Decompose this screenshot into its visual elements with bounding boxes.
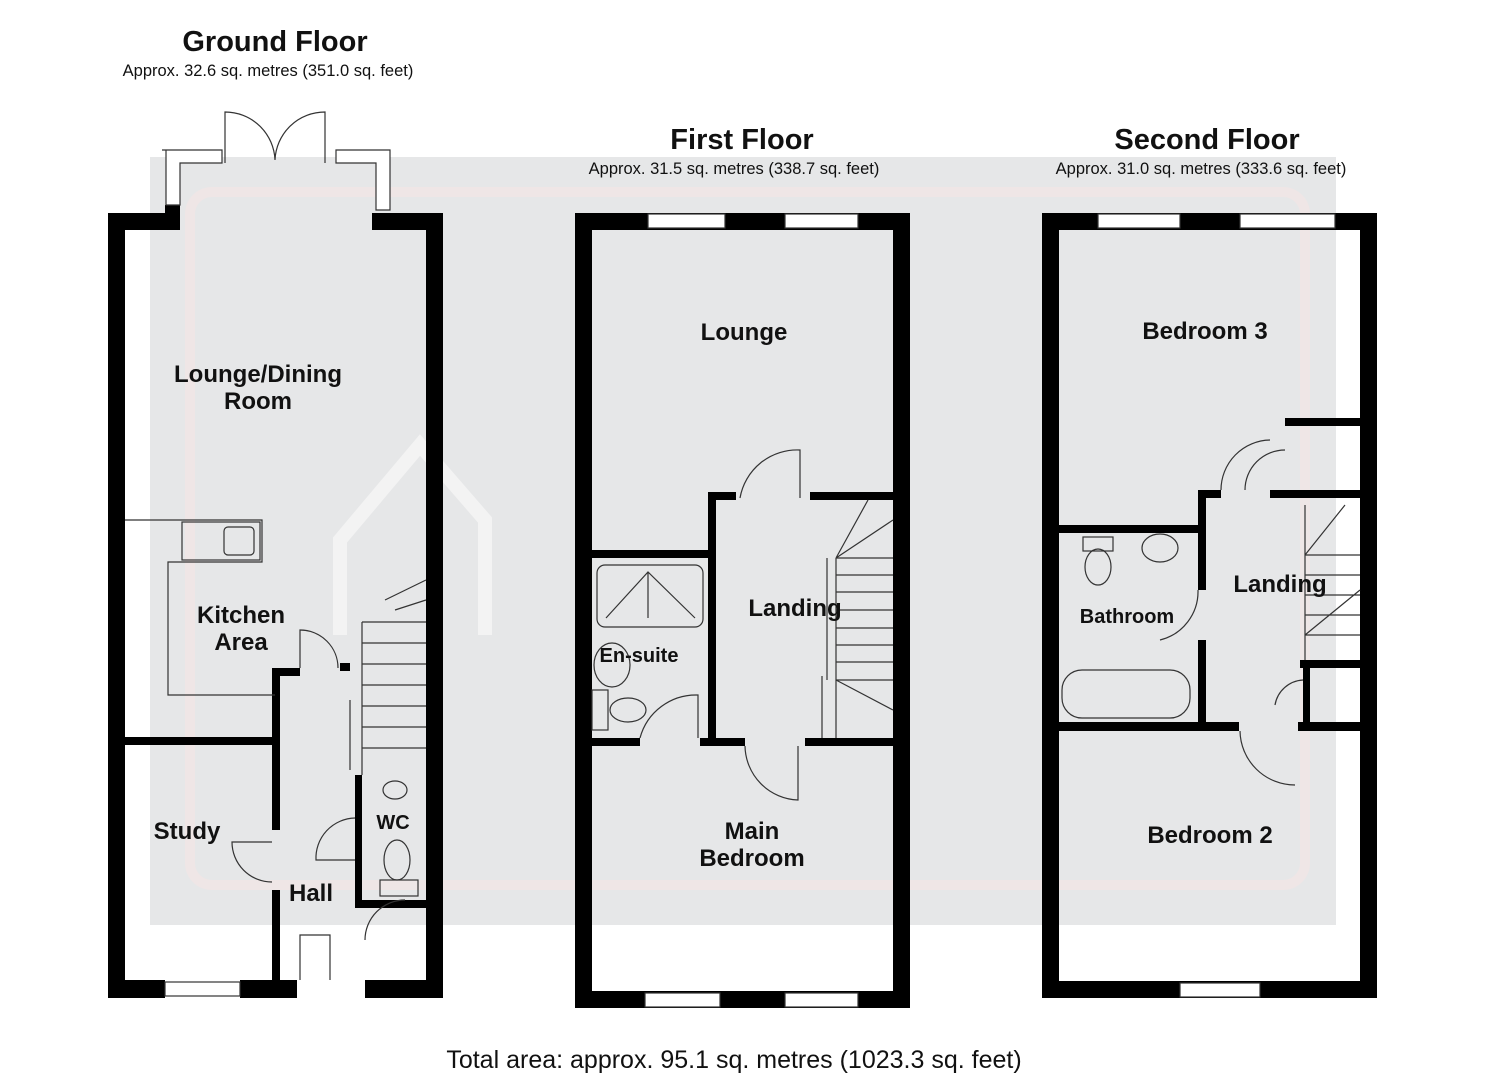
first-floor-area: Approx. 31.5 sq. metres (338.7 sq. feet) bbox=[588, 160, 880, 178]
second-floor-area: Approx. 31.0 sq. metres (333.6 sq. feet) bbox=[1055, 160, 1347, 178]
room-kitchen-area: Kitchen Area bbox=[196, 602, 285, 656]
first-floor-plan bbox=[575, 213, 910, 1008]
room-en-suite: En-suite bbox=[599, 645, 679, 667]
room-lounge: Lounge bbox=[700, 319, 788, 346]
room-bedroom-3: Bedroom 3 bbox=[1142, 318, 1268, 345]
room-bedroom-2: Bedroom 2 bbox=[1147, 822, 1273, 849]
second-floor-plan bbox=[1042, 213, 1377, 998]
room-study: Study bbox=[153, 818, 221, 845]
room-main-bedroom: Main Bedroom bbox=[699, 818, 805, 872]
ground-floor-title: Ground Floor bbox=[182, 26, 368, 58]
first-floor-title: First Floor bbox=[670, 124, 814, 156]
room-landing-first: Landing bbox=[748, 595, 842, 622]
room-hall: Hall bbox=[288, 880, 334, 907]
ground-floor-area: Approx. 32.6 sq. metres (351.0 sq. feet) bbox=[122, 62, 414, 80]
second-floor-title: Second Floor bbox=[1114, 124, 1300, 156]
total-area: Total area: approx. 95.1 sq. metres (102… bbox=[446, 1046, 1022, 1074]
room-wc: WC bbox=[376, 812, 410, 834]
room-landing-second: Landing bbox=[1233, 571, 1327, 598]
room-bathroom: Bathroom bbox=[1079, 606, 1175, 628]
room-lounge-dining: Lounge/Dining Room bbox=[174, 361, 342, 415]
watermark-band bbox=[150, 157, 1336, 925]
ground-floor-plan bbox=[108, 111, 443, 998]
watermark-logo bbox=[333, 434, 492, 635]
